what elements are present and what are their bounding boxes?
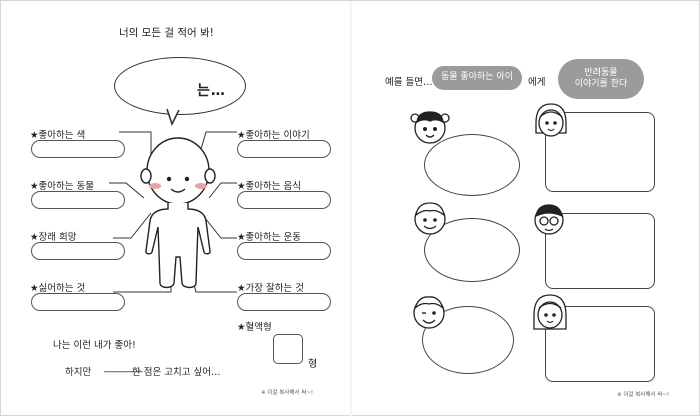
field-favorite-sport[interactable]: [237, 242, 331, 260]
person-illustration: [140, 137, 216, 289]
blood-type-suffix: 형: [308, 359, 318, 370]
speech-bubble: [114, 57, 246, 115]
label-favorite-food: ★좋아하는 음식: [237, 181, 301, 192]
label-dislikes: ★싫어하는 것: [30, 283, 86, 294]
speech-bubble-tail-icon: [166, 107, 180, 127]
child-face-icon: [535, 103, 567, 137]
like-line: 나는 이런 내가 좋아!: [53, 340, 136, 351]
connector-text: 에게: [528, 77, 546, 88]
example-bubble-right: 반려동물 이야기를 한다: [558, 59, 644, 99]
speech-box-2[interactable]: [545, 213, 655, 289]
example-prefix: 예를 들면…: [385, 77, 433, 88]
example-bubble-right-text: 반려동물 이야기를 한다: [574, 67, 628, 89]
child-face-icon: [534, 204, 564, 235]
label-favorite-story: ★좋아하는 이야기: [237, 130, 310, 141]
field-favorite-food[interactable]: [237, 191, 331, 209]
child-face-icon: [533, 294, 567, 330]
left-page: 너의 모든 걸 적어 봐! 는…: [1, 1, 350, 416]
copy-note-right: ※ 이걸 복사해서 써~!: [617, 392, 670, 398]
field-favorite-story[interactable]: [237, 140, 331, 158]
label-favorite-animal: ★좋아하는 동물: [30, 181, 94, 192]
right-page: 예를 들면… 동물 좋아하는 아이 에게 반려동물 이야기를 한다: [352, 1, 700, 416]
but-prefix: 하지만: [65, 367, 92, 378]
field-future-dream[interactable]: [31, 242, 125, 260]
label-favorite-sport: ★좋아하는 운동: [237, 232, 301, 243]
label-blood-type: ★혈액형: [237, 322, 272, 333]
label-best-at: ★가장 잘하는 것: [237, 283, 304, 294]
child-face-icon: [410, 111, 450, 144]
label-favorite-color: ★좋아하는 색: [30, 130, 86, 141]
page-fold: [350, 1, 352, 416]
example-bubble-left: 동물 좋아하는 아이: [432, 66, 522, 90]
field-favorite-color[interactable]: [31, 140, 125, 158]
field-best-at[interactable]: [237, 293, 331, 311]
field-blood-type[interactable]: [273, 334, 303, 364]
field-dislikes[interactable]: [31, 293, 125, 311]
field-favorite-animal[interactable]: [31, 191, 125, 209]
speech-circle-1[interactable]: [424, 134, 520, 196]
but-suffix: 한 점은 고치고 싶어…: [132, 367, 221, 378]
but-blank-line[interactable]: __________: [104, 362, 142, 373]
bubble-text: 는…: [197, 83, 226, 99]
copy-note: ※ 이걸 복사해서 써~!: [261, 390, 314, 396]
child-face-icon: [414, 202, 446, 235]
page-title: 너의 모든 걸 적어 봐!: [119, 27, 214, 39]
child-face-icon: [413, 296, 445, 329]
label-future-dream: ★장래 희망: [30, 232, 77, 243]
example-bubble-left-text: 동물 좋아하는 아이: [441, 72, 513, 83]
